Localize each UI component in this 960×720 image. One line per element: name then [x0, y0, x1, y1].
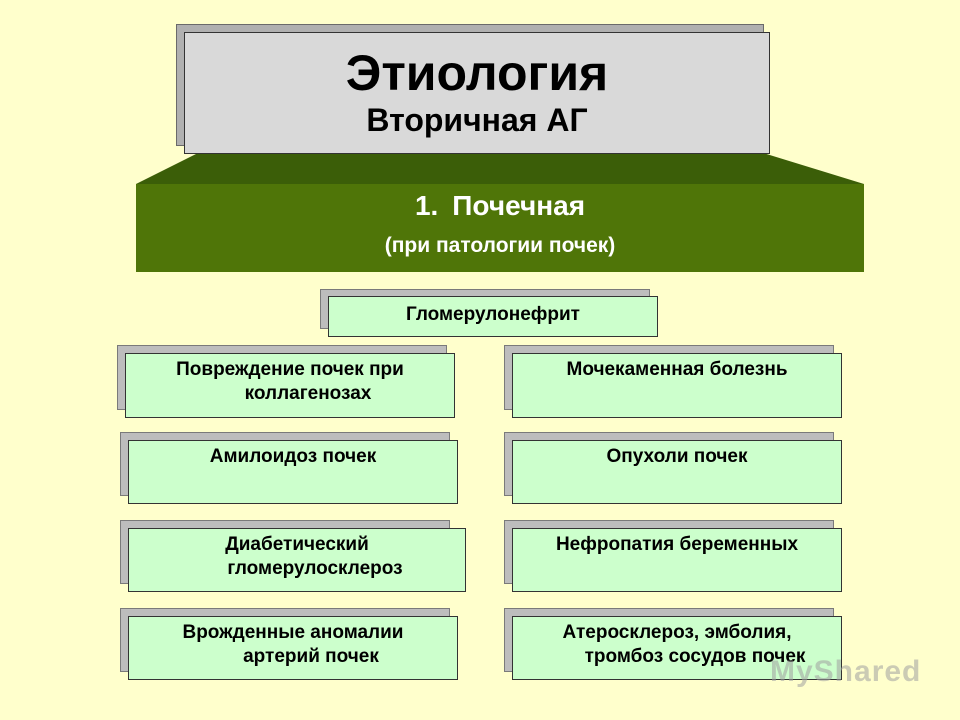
banner-subheading: (при патологии почек): [384, 234, 616, 257]
page-title: Этиология: [345, 44, 609, 101]
cause-pregnancy-nephropathy: Нефропатия беременных: [512, 528, 842, 592]
cause-congenital: Врожденные аномалии артерий почек: [128, 616, 458, 680]
title-box: Этиология Вторичная АГ: [184, 32, 770, 154]
cause-label: коллагенозах: [244, 383, 372, 404]
cause-label: Атеросклероз, эмболия,: [562, 622, 792, 643]
cause-label: Повреждение почек при: [176, 359, 404, 380]
banner-number: 1.: [414, 190, 439, 221]
banner-heading-text: Почечная: [452, 190, 586, 221]
banner-top-bevel: [136, 152, 864, 184]
page-subtitle: Вторичная АГ: [366, 102, 588, 139]
cause-label: артерий почек: [243, 646, 379, 667]
cause-label: Нефропатия беременных: [555, 534, 799, 555]
cause-glomerulonephritis: Гломерулонефрит: [328, 296, 658, 337]
cause-label: Гломерулонефрит: [406, 304, 580, 325]
cause-amyloidosis: Амилоидоз почек: [128, 440, 458, 504]
banner-heading: 1. Почечная: [136, 190, 864, 222]
cause-label: Врожденные аномалии: [182, 622, 404, 643]
cause-label: Амилоидоз почек: [209, 446, 377, 467]
watermark: MyShared: [770, 655, 922, 688]
cause-collagenosis: Повреждение почек при коллагенозах: [125, 353, 455, 418]
cause-urolithiasis: Мочекаменная болезнь: [512, 353, 842, 418]
cause-tumors: Опухоли почек: [512, 440, 842, 504]
cause-atherosclerosis: Атеросклероз, эмболия, тромбоз сосудов п…: [512, 616, 842, 680]
banner-body: [136, 184, 864, 272]
cause-label: Опухоли почек: [606, 446, 748, 467]
cause-label: гломерулосклероз: [227, 558, 403, 579]
cause-label: тромбоз сосудов почек: [584, 646, 806, 667]
cause-diabetic: Диабетический гломерулосклероз: [128, 528, 466, 592]
cause-label: Диабетический: [225, 534, 369, 555]
cause-label: Мочекаменная болезнь: [566, 359, 788, 380]
